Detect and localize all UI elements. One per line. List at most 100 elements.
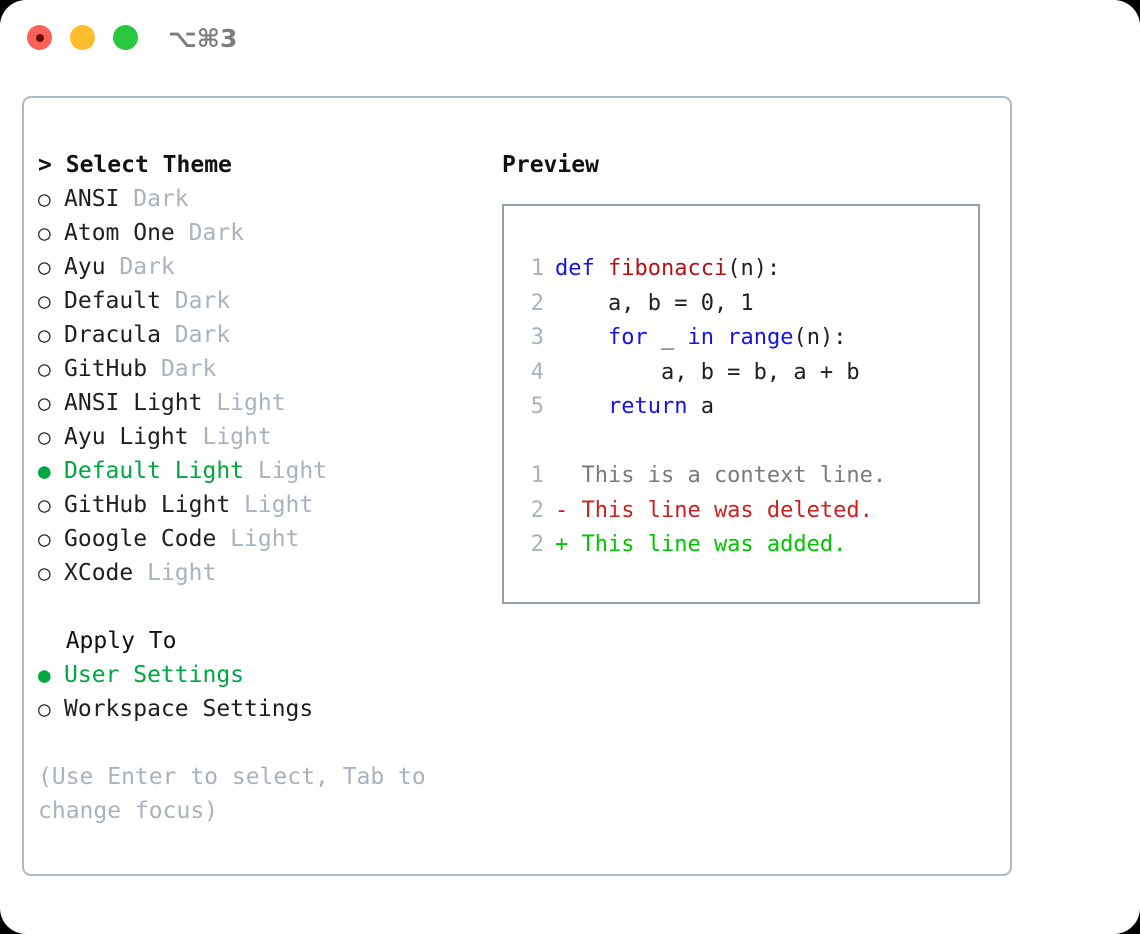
code-token: a [700, 394, 714, 419]
main-panel: > Select Theme ○ANSI Dark○Atom One Dark○… [22, 96, 1012, 876]
traffic-lights [27, 25, 138, 50]
theme-option-label: Dracula [64, 322, 161, 348]
select-theme-label: Select Theme [65, 152, 232, 178]
code-token: range [727, 325, 794, 350]
theme-option[interactable]: ○ Default Dark [38, 284, 488, 318]
theme-option[interactable]: ○ Atom One Dark [38, 216, 488, 250]
theme-option-label: Default Light [64, 458, 245, 484]
apply-to-option[interactable]: ○ Workspace Settings [38, 692, 488, 726]
theme-option-label: ANSI Light [64, 390, 203, 416]
radio-unselected-icon: ○ [38, 425, 51, 449]
radio-unselected-icon: ○ [38, 561, 51, 585]
theme-option[interactable]: ○ ANSI Dark [38, 182, 488, 216]
theme-option-variant: Dark [147, 356, 217, 382]
code-token: in [687, 325, 728, 350]
minimize-button[interactable] [70, 25, 95, 50]
theme-option-variant: Dark [119, 186, 189, 212]
radio-unselected-icon: ○ [38, 527, 51, 551]
apply-to-list: ● User Settings ○ Workspace Settings [38, 658, 488, 726]
diff-line: 2- This line was deleted. [516, 494, 972, 529]
line-number: 1 [530, 463, 544, 488]
theme-option[interactable]: ●Default Light Light [38, 454, 488, 488]
code-token: def [555, 256, 608, 281]
code-line: 4 a, b = b, a + b [516, 356, 972, 391]
apply-to-option[interactable]: ● User Settings [38, 658, 488, 692]
window-titlebar: ⌥⌘3 [0, 0, 1140, 78]
select-theme-header: > Select Theme [38, 148, 488, 182]
radio-unselected-icon: ○ [38, 697, 51, 721]
line-number: 3 [530, 325, 544, 350]
theme-option-variant: Light [202, 390, 286, 416]
theme-option-label: ANSI [64, 186, 120, 212]
theme-list: ○ ANSI Dark ○ Atom One Dark ○ Ayu Dark ○ Defaul… [38, 182, 488, 590]
diff-line-text: + This line was added. [555, 532, 847, 557]
code-token: return [555, 394, 701, 419]
code-token: (n): [793, 325, 847, 350]
maximize-button[interactable] [113, 25, 138, 50]
apply-to-header: Apply To [38, 624, 488, 658]
theme-option-label: Ayu [64, 254, 106, 280]
theme-option-variant: Light [216, 526, 300, 552]
code-token: a, b = 0, 1 [555, 290, 754, 316]
list-spacer [38, 590, 488, 624]
theme-option-variant: Dark [105, 254, 175, 280]
theme-option[interactable]: ○ XCode Light [38, 556, 488, 590]
theme-option-variant: Light [188, 424, 272, 450]
diff-line: 2+ This line was added. [516, 528, 972, 563]
line-number: 4 [530, 359, 544, 385]
code-token: (n): [727, 256, 781, 281]
code-token: _ [660, 325, 688, 350]
theme-option-label: XCode [64, 560, 134, 586]
code-diff-separator [516, 425, 972, 460]
diff-line-text: - This line was deleted. [555, 497, 873, 523]
radio-unselected-icon: ○ [38, 493, 51, 517]
theme-option[interactable]: ○ GitHub Dark [38, 352, 488, 386]
radio-unselected-icon: ○ [38, 357, 51, 381]
theme-option[interactable]: ○ ANSI Light Light [38, 386, 488, 420]
theme-option[interactable]: ○ Ayu Light Light [38, 420, 488, 454]
radio-unselected-icon: ○ [38, 221, 51, 245]
code-token: for [555, 325, 661, 350]
theme-option-label: Default [64, 288, 161, 314]
theme-option-label: GitHub [64, 356, 148, 382]
theme-option-label: Ayu Light [64, 424, 189, 450]
keyboard-hint: (Use Enter to select, Tab to change focu… [38, 764, 440, 824]
radio-unselected-icon: ○ [38, 391, 51, 415]
line-number: 2 [530, 290, 544, 316]
radio-selected-icon: ● [38, 663, 51, 687]
code-line-text: a, b = 0, 1 [555, 287, 754, 322]
theme-option-label: Atom One [64, 220, 175, 246]
theme-option[interactable]: ○GitHub Light Light [38, 488, 488, 522]
select-theme-prefix: > [38, 152, 52, 178]
theme-option-variant: Light [133, 560, 217, 586]
code-token: a, b = b, a + b [555, 359, 860, 385]
radio-unselected-icon: ○ [38, 323, 51, 347]
line-number: 5 [530, 394, 544, 419]
theme-option-variant: Dark [160, 322, 231, 348]
window-title-shortcut: ⌥⌘3 [168, 24, 238, 53]
theme-option-label: Google Code [64, 526, 217, 552]
radio-unselected-icon: ○ [38, 255, 51, 279]
radio-unselected-icon: ○ [38, 289, 51, 313]
theme-picker-column: > Select Theme ○ANSI Dark○Atom One Dark○… [38, 148, 488, 828]
diff-block: 1 This is a context line.2- This line wa… [516, 459, 972, 563]
code-line-text: a, b = b, a + b [555, 356, 860, 391]
diff-line-text: This is a context line. [555, 463, 887, 488]
theme-option[interactable]: ○ Dracula Dark [38, 318, 488, 352]
diff-line: 1 This is a context line. [516, 459, 972, 494]
theme-option[interactable]: ○ Google Code Light [38, 522, 488, 556]
theme-option-variant: Dark [174, 220, 245, 246]
apply-to-option-label: Workspace Settings [64, 696, 314, 722]
theme-option[interactable]: ○ Ayu Dark [38, 250, 488, 284]
theme-option-variant: Dark [160, 288, 231, 314]
apply-to-option-label: User Settings [64, 662, 245, 688]
radio-unselected-icon: ○ [38, 187, 51, 211]
preview-title: Preview [502, 152, 599, 178]
line-number: 1 [530, 256, 544, 281]
close-button[interactable] [27, 25, 52, 50]
